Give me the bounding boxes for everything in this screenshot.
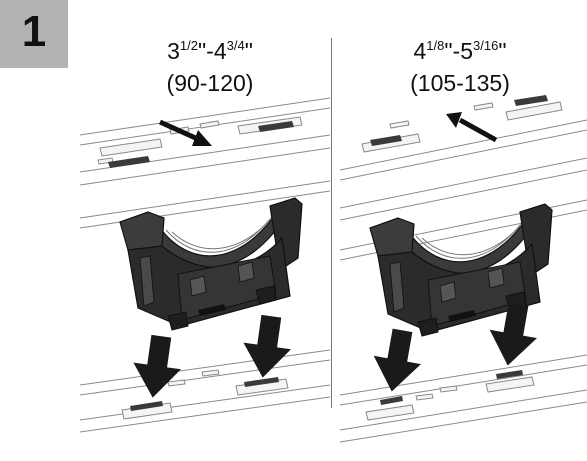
step-badge: 1 xyxy=(0,0,68,68)
right-size-whole-b: 5 xyxy=(460,38,473,64)
left-size-whole-a: 3 xyxy=(167,38,180,64)
push-arrow-icon xyxy=(158,119,212,146)
left-size-inches: 31/2"-43/4" xyxy=(167,38,253,64)
left-size-mm: (90-120) xyxy=(166,70,254,96)
push-arrow-icon xyxy=(446,112,498,143)
right-size-frac-a: 1/8 xyxy=(426,38,445,53)
panel-divider xyxy=(331,38,332,408)
right-size-frac-b: 3/16 xyxy=(473,38,499,53)
right-size-inches: 41/8"-53/16" xyxy=(413,38,507,64)
left-size-frac-b: 3/4 xyxy=(226,38,245,53)
left-size-frac-a: 1/2 xyxy=(179,38,198,53)
right-size-mm: (105-135) xyxy=(410,70,510,96)
step-number: 1 xyxy=(21,7,47,56)
right-size-whole-a: 4 xyxy=(413,38,427,64)
left-size-whole-b: 4 xyxy=(213,38,227,64)
